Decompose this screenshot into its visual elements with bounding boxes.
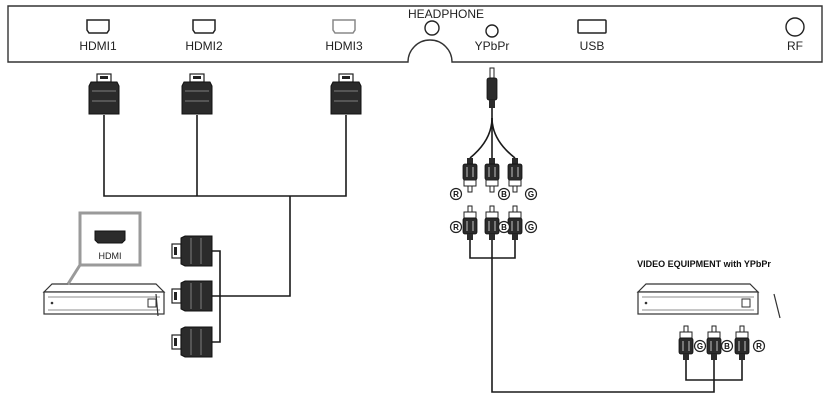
marker-upper-g: G bbox=[524, 187, 538, 201]
rf-jack bbox=[785, 17, 805, 37]
marker-upper-b: B bbox=[497, 187, 511, 201]
rca-plug-lower-b bbox=[484, 205, 500, 241]
hdmi2-label: HDMI2 bbox=[185, 39, 223, 53]
hdmi-cabling bbox=[103, 115, 347, 343]
video-equipment-device bbox=[637, 283, 781, 319]
headphone-jack bbox=[424, 20, 440, 36]
marker-lower-g: G bbox=[524, 220, 538, 234]
marker-equip-r: R bbox=[752, 339, 766, 353]
svg-text:G: G bbox=[528, 223, 534, 232]
ypbpr-jack bbox=[485, 24, 499, 38]
svg-text:R: R bbox=[756, 342, 762, 351]
rca-plug-lower-g bbox=[507, 205, 523, 241]
rca-plug-upper-b bbox=[484, 157, 500, 193]
usb-port bbox=[577, 19, 607, 34]
marker-equip-g: G bbox=[693, 339, 707, 353]
hdmi-plug-3 bbox=[330, 73, 362, 115]
hdmi-callout: HDMI bbox=[66, 211, 142, 285]
marker-upper-r: R bbox=[449, 187, 463, 201]
hdmi1-label: HDMI1 bbox=[79, 39, 117, 53]
rca-plug-upper-g bbox=[507, 157, 523, 193]
rf-label: RF bbox=[787, 39, 803, 53]
video-equipment-label: VIDEO EQUIPMENT with YPbPr bbox=[637, 259, 771, 269]
hdmi-plug-2 bbox=[181, 73, 213, 115]
hdmi-player-device bbox=[43, 283, 165, 317]
rca-plug-equip-b bbox=[706, 325, 722, 361]
hdmi-plug-left-2 bbox=[171, 280, 213, 312]
ypbpr-mini-plug bbox=[486, 67, 498, 108]
marker-lower-b: B bbox=[497, 220, 511, 234]
rca-plug-equip-g bbox=[678, 325, 694, 361]
headphone-label: HEADPHONE bbox=[408, 7, 484, 21]
hdmi3-port bbox=[332, 19, 356, 34]
hdmi-plug-1 bbox=[88, 73, 120, 115]
svg-text:B: B bbox=[501, 223, 507, 232]
svg-text:R: R bbox=[453, 223, 459, 232]
svg-text:G: G bbox=[697, 342, 703, 351]
rca-plug-lower-r bbox=[462, 205, 478, 241]
rca-plug-equip-r bbox=[734, 325, 750, 361]
svg-text:G: G bbox=[528, 190, 534, 199]
svg-text:B: B bbox=[501, 190, 507, 199]
hdmi3-label: HDMI3 bbox=[325, 39, 363, 53]
svg-text:R: R bbox=[453, 190, 459, 199]
ypbpr-cabling bbox=[469, 108, 743, 393]
hdmi2-port bbox=[192, 19, 216, 34]
ypbpr-label: YPbPr bbox=[475, 39, 510, 53]
svg-text:B: B bbox=[724, 342, 730, 351]
marker-equip-b: B bbox=[720, 339, 734, 353]
tv-input-panel: HDMI1 HDMI2 HDMI3 HEADPHONE YPbPr USB RF bbox=[7, 5, 823, 63]
hdmi1-port bbox=[86, 19, 110, 34]
hdmi-plug-left-1 bbox=[171, 235, 213, 267]
rca-plug-upper-r bbox=[462, 157, 478, 193]
hdmi-callout-label: HDMI bbox=[99, 251, 122, 261]
hdmi-plug-left-3 bbox=[171, 326, 213, 358]
marker-lower-r: R bbox=[449, 220, 463, 234]
usb-label: USB bbox=[580, 39, 605, 53]
